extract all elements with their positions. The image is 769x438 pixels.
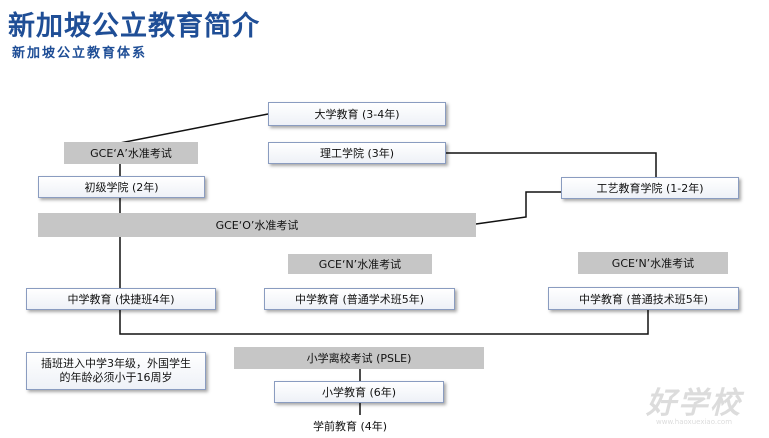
- connector-express-to-university: [119, 113, 269, 288]
- page-title: 新加坡公立教育简介: [8, 11, 260, 42]
- secondary-normal-technical-box: 中学教育 (普通技术班5年): [548, 287, 739, 310]
- connector-express-to-technical: [119, 310, 649, 335]
- ite-box: 工艺教育学院 (1-2年): [561, 177, 739, 199]
- secondary-express-box: 中学教育 (快捷班4年): [26, 288, 216, 310]
- watermark-url: www.haoxuexiao.com: [656, 418, 733, 426]
- n-level-exam-mid-box: GCE‘N’水准考试: [288, 254, 432, 274]
- connector-olevel-to-ite: [475, 191, 561, 225]
- preschool-label: 学前教育 (4年): [312, 420, 388, 433]
- transfer-note-line1: 插班进入中学3年级，外国学生: [41, 357, 191, 370]
- transfer-note-line2: 的年龄必须小于16周岁: [59, 371, 173, 384]
- o-level-exam-box: GCE‘O’水准考试: [38, 213, 476, 237]
- polytechnic-box: 理工学院 (3年): [268, 142, 446, 164]
- junior-college-box: 初级学院 (2年): [38, 176, 205, 198]
- psle-box: 小学离校考试 (PSLE): [234, 347, 484, 369]
- primary-box: 小学教育 (6年): [274, 381, 444, 403]
- page-subtitle: 新加坡公立教育体系: [12, 46, 148, 61]
- transfer-note: 插班进入中学3年级，外国学生 的年龄必须小于16周岁: [26, 352, 206, 390]
- connector-poly-to-ite: [445, 152, 657, 177]
- watermark-logo: 好学校: [646, 386, 742, 421]
- secondary-normal-academic-box: 中学教育 (普通学术班5年): [264, 288, 455, 310]
- university-box: 大学教育 (3-4年): [268, 102, 446, 126]
- a-level-exam-box: GCE‘A’水准考试: [64, 142, 198, 164]
- n-level-exam-right-box: GCE‘N’水准考试: [578, 252, 728, 274]
